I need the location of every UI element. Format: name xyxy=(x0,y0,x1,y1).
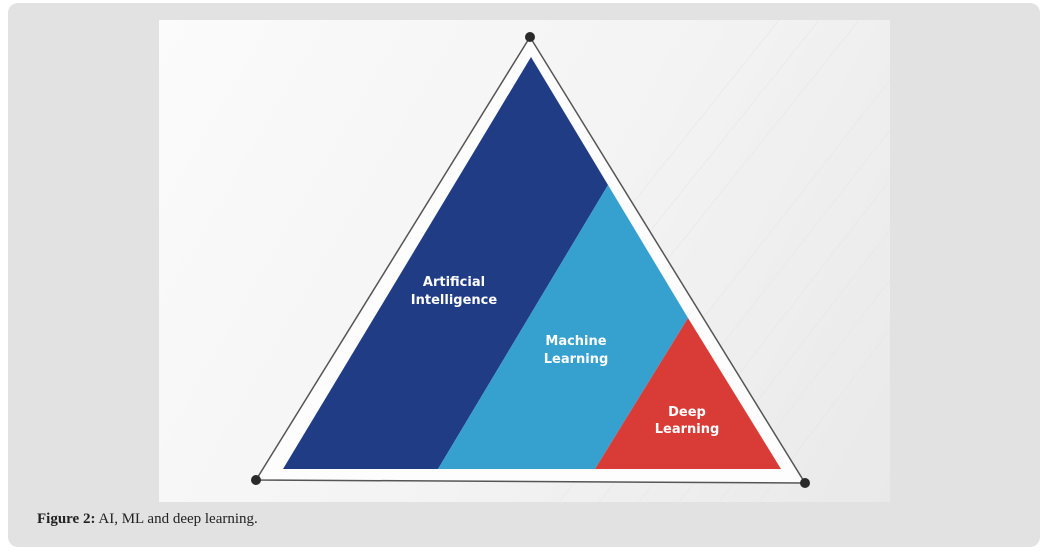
caption-label: Figure 2: xyxy=(37,511,96,527)
ai-label-line1: Artificial xyxy=(423,275,485,290)
vertex-dot-right xyxy=(800,478,810,488)
dl-label-line1: Deep xyxy=(668,405,706,420)
figure-caption: Figure 2: AI, ML and deep learning. xyxy=(37,511,258,528)
vertex-dot-top xyxy=(525,32,535,42)
dl-region xyxy=(595,318,781,469)
vertex-dot-left xyxy=(251,475,261,485)
ml-label-line2: Learning xyxy=(544,352,609,367)
ai-region xyxy=(283,57,608,469)
ml-region xyxy=(438,185,688,469)
ai-label-line2: Intelligence xyxy=(411,293,498,308)
caption-text: AI, ML and deep learning. xyxy=(95,511,258,527)
ai-ml-dl-triangle-figure: Artificial Intelligence Machine Learning… xyxy=(159,20,890,502)
dl-label-line2: Learning xyxy=(655,422,720,437)
ml-label-line1: Machine xyxy=(545,334,606,349)
triangle-diagram: Artificial Intelligence Machine Learning… xyxy=(251,20,890,502)
